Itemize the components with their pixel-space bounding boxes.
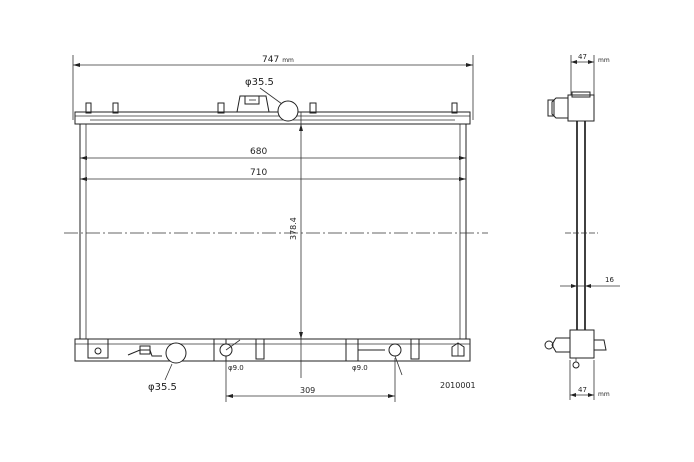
bottom-outlet-pipe [165,342,187,364]
bottom-outlet-dia-label: φ35.5 [148,382,177,393]
side-bottom-tank [544,329,607,369]
fitting-dia-2-label: φ9.0 [352,364,368,372]
part-number: 2010001 [440,381,476,390]
side-top-dim-unit: mm [598,57,610,64]
side-bottom-dim-label: 47 [578,386,587,394]
fitting-dia-1-label: φ9.0 [228,364,244,372]
core-height-label: 378.4 [289,217,298,240]
top-tank [74,95,471,125]
side-core-thickness-label: 16 [605,276,614,284]
side-bottom-dim-unit: mm [598,391,610,398]
top-inlet-dia-label: φ35.5 [245,77,274,88]
bottom-span-label: 309 [300,386,315,395]
side-top-tank [547,91,595,122]
bottom-thickness-dimension: 47 mm [569,360,610,400]
bottom-span-dimension: 309 [225,358,396,402]
radiator-core [79,123,467,340]
core-width-1-label: 680 [250,147,267,157]
side-top-dim-label: 47 [578,53,587,61]
side-view: 47 mm 16 [544,53,620,400]
side-core: 16 [560,121,620,330]
top-thickness-dimension: 47 mm [570,53,610,95]
core-width-2-label: 710 [250,168,267,178]
core-width-dimensions: 680 710 [80,147,466,181]
top-inlet-pipe [277,100,299,122]
core-height-dimension: 378.4 [289,112,303,378]
bottom-tank [74,338,471,376]
